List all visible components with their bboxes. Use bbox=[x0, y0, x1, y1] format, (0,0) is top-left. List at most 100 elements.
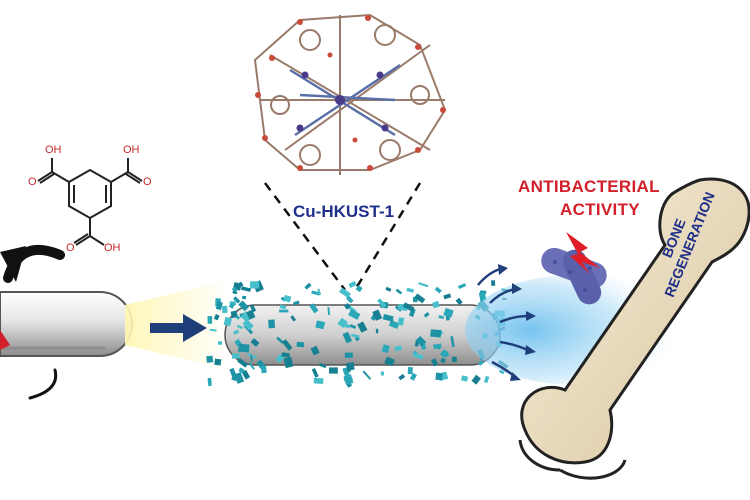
release-arrow-heads bbox=[498, 264, 536, 381]
crystal-particle bbox=[231, 286, 238, 293]
crystal-particle bbox=[228, 302, 236, 309]
crystal-particle bbox=[260, 365, 267, 374]
crystal-particle bbox=[430, 329, 442, 338]
crystal-particle bbox=[375, 328, 379, 334]
crystal-particle bbox=[268, 319, 276, 329]
crystal-particle bbox=[372, 309, 383, 321]
crystal-particle bbox=[357, 321, 368, 333]
crystal-particle bbox=[318, 362, 327, 369]
bone-icon bbox=[518, 177, 750, 480]
crystal-particle bbox=[348, 309, 361, 320]
uncoated-rod bbox=[0, 291, 133, 357]
crystal-particle bbox=[310, 345, 320, 356]
crystal-particle bbox=[430, 358, 439, 367]
crystal-particle bbox=[238, 343, 250, 353]
crystal-particle bbox=[209, 328, 217, 332]
crystal-particle bbox=[343, 303, 351, 310]
crystal-particle bbox=[438, 315, 445, 320]
crystal-particle bbox=[292, 300, 300, 306]
right-arrow-icon bbox=[150, 314, 207, 342]
crystal-particle bbox=[217, 340, 223, 346]
crystal-particle bbox=[423, 312, 430, 318]
antibacterial-label: ANTIBACTERIAL bbox=[518, 177, 660, 196]
crystal-particle bbox=[234, 372, 245, 384]
crystal-particle bbox=[443, 293, 452, 300]
crystal-particle bbox=[207, 316, 213, 324]
crystal-particle bbox=[283, 356, 294, 369]
crystal-particle bbox=[223, 316, 233, 327]
crystal-particle bbox=[304, 282, 312, 290]
crystal-particle bbox=[206, 355, 214, 363]
crystal-particle bbox=[434, 286, 442, 294]
crystal-particle bbox=[242, 319, 254, 331]
crystal-particle bbox=[276, 336, 284, 344]
crystal-particle bbox=[311, 290, 321, 296]
crystal-particle bbox=[315, 320, 326, 330]
mof-label: Cu-HKUST-1 bbox=[293, 202, 395, 221]
crystal-particle bbox=[380, 371, 385, 376]
coated-rod bbox=[206, 280, 512, 388]
crystal-particle bbox=[388, 320, 400, 329]
crystal-particle bbox=[349, 324, 357, 330]
crystal-particle bbox=[346, 372, 354, 381]
crystal-particle bbox=[248, 361, 255, 370]
crystal-particle bbox=[249, 355, 254, 362]
crystal-particle bbox=[471, 374, 481, 385]
crystal-particle bbox=[281, 352, 291, 358]
crystal-particle bbox=[345, 362, 355, 371]
crystal-particle bbox=[231, 353, 240, 359]
crystal-particle bbox=[215, 301, 223, 311]
crystal-particle bbox=[407, 366, 413, 375]
crystal-particle bbox=[460, 375, 469, 382]
crystal-particle bbox=[247, 352, 258, 359]
crystal-particle bbox=[483, 375, 490, 384]
crystal-particle bbox=[450, 336, 455, 348]
oh-label-top-left: OH bbox=[45, 144, 62, 156]
crystal-particle bbox=[451, 356, 457, 362]
curved-arrow-head-icon bbox=[0, 246, 26, 282]
crystal-particle bbox=[382, 314, 394, 322]
bacteria-icon bbox=[541, 247, 607, 305]
crystal-particle bbox=[478, 360, 485, 366]
crystal-particle bbox=[345, 295, 354, 304]
crystal-particle bbox=[362, 370, 372, 380]
crystal-particle bbox=[337, 317, 348, 329]
crystal-particle bbox=[384, 356, 395, 367]
crystal-particle bbox=[397, 317, 405, 326]
crystal-particle bbox=[241, 369, 251, 380]
crystal-particle bbox=[283, 294, 292, 303]
crystal-particle bbox=[433, 343, 442, 350]
crystal-particle bbox=[313, 377, 324, 385]
crystal-particle bbox=[381, 344, 390, 354]
crystal-particle bbox=[491, 280, 496, 286]
crystal-particle bbox=[311, 368, 319, 378]
crystal-particle bbox=[230, 310, 238, 319]
oh-label-bottom: OH bbox=[104, 242, 121, 254]
crystal-particle bbox=[443, 307, 454, 318]
crystal-particle bbox=[279, 304, 287, 310]
crystal-particle bbox=[418, 282, 429, 288]
crystal-particle bbox=[250, 338, 260, 347]
crystal-particle bbox=[233, 329, 240, 335]
crystal-particle bbox=[355, 285, 363, 293]
crystal-particle bbox=[236, 324, 244, 330]
crystal-particle bbox=[440, 357, 446, 364]
crystal-particle bbox=[406, 287, 414, 293]
crystal-particle bbox=[242, 295, 247, 300]
crystal-particle bbox=[499, 369, 505, 375]
crystal-particle bbox=[279, 309, 289, 313]
o-label-right: O bbox=[143, 176, 152, 188]
crystal-particle bbox=[409, 372, 417, 381]
crystal-particle bbox=[415, 336, 427, 347]
crystal-particle bbox=[385, 286, 392, 292]
crystal-particle bbox=[350, 333, 360, 339]
crystal-particle bbox=[235, 281, 244, 289]
crystal-particle bbox=[408, 308, 416, 318]
crystal-particle bbox=[309, 303, 319, 314]
crystal-particle bbox=[240, 286, 252, 292]
crystal-particle bbox=[282, 339, 293, 351]
crystal-particle bbox=[432, 300, 440, 309]
crystal-particle bbox=[317, 288, 322, 296]
crystal-particle bbox=[246, 309, 256, 320]
